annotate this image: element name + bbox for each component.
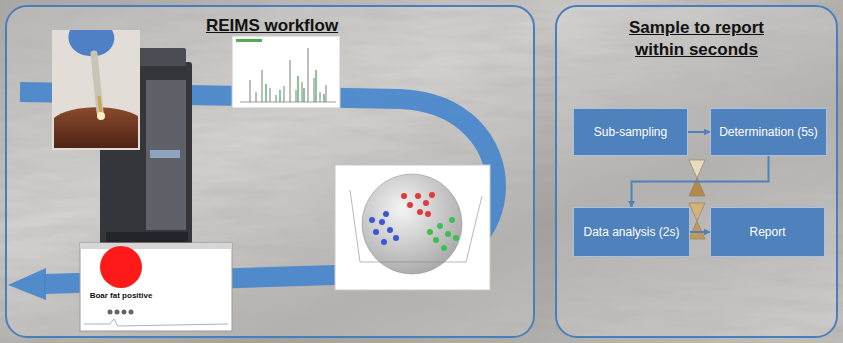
meat	[54, 107, 138, 148]
flow-arrow	[632, 156, 769, 207]
pca-plot	[335, 165, 490, 290]
knife-tip	[99, 96, 101, 114]
spectrum-axis	[240, 102, 336, 103]
pca-frame	[335, 165, 490, 290]
hourglass-bottom	[689, 221, 705, 239]
instrument-display	[150, 150, 180, 158]
spectrum-header	[236, 39, 262, 42]
pca-sphere	[362, 174, 462, 274]
panel-fill	[5, 5, 535, 338]
hourglass-icon	[689, 160, 705, 196]
flow-arrow	[690, 231, 710, 233]
spectrum-peaks-green	[266, 70, 324, 102]
process-box: Report	[710, 207, 825, 257]
box-label: Report	[749, 225, 785, 240]
panel-fill	[555, 5, 838, 338]
screen-icons	[108, 310, 134, 315]
hourglass-icon	[689, 203, 705, 239]
pca-cluster-green	[427, 217, 459, 251]
spectrum-frame	[232, 36, 340, 108]
screen-bar	[80, 243, 232, 249]
pca-cluster-red	[401, 192, 435, 217]
box-label: Data analysis (2s)	[583, 225, 679, 240]
process-box: Sub-sampling	[573, 108, 688, 156]
process-box: Data analysis (2s)	[573, 207, 690, 257]
hourglass-top	[689, 160, 705, 178]
pca-cluster-blue	[369, 211, 399, 245]
sampling-photo	[52, 30, 140, 150]
flow-arrow	[688, 131, 710, 133]
box-label: Determination (5s)	[719, 125, 818, 140]
instrument-front	[146, 80, 186, 230]
summary-panel: Sample to report within secondsSub-sampl…	[555, 5, 838, 338]
instrument-base	[106, 232, 188, 242]
result-indicator	[100, 246, 142, 288]
hourglass-top	[689, 203, 705, 221]
screen-trace	[84, 319, 228, 326]
panel-heading: Sample to report within seconds	[609, 17, 784, 61]
process-box: Determination (5s)	[710, 108, 827, 156]
photo-ground	[52, 30, 140, 150]
result-label: Boar fat positive	[70, 292, 172, 301]
result-screen	[80, 243, 232, 331]
pca-axes	[350, 190, 482, 262]
spectrum-peaks	[250, 48, 326, 102]
spectrum-image	[232, 36, 340, 108]
box-label: Sub-sampling	[594, 125, 667, 140]
workflow-panel: REIMS workflowBoar fat positive	[5, 5, 535, 338]
screen-frame	[80, 243, 232, 331]
cycle-arrow-head	[8, 268, 46, 300]
spark	[97, 112, 105, 120]
panel-heading: REIMS workflow	[167, 15, 377, 37]
